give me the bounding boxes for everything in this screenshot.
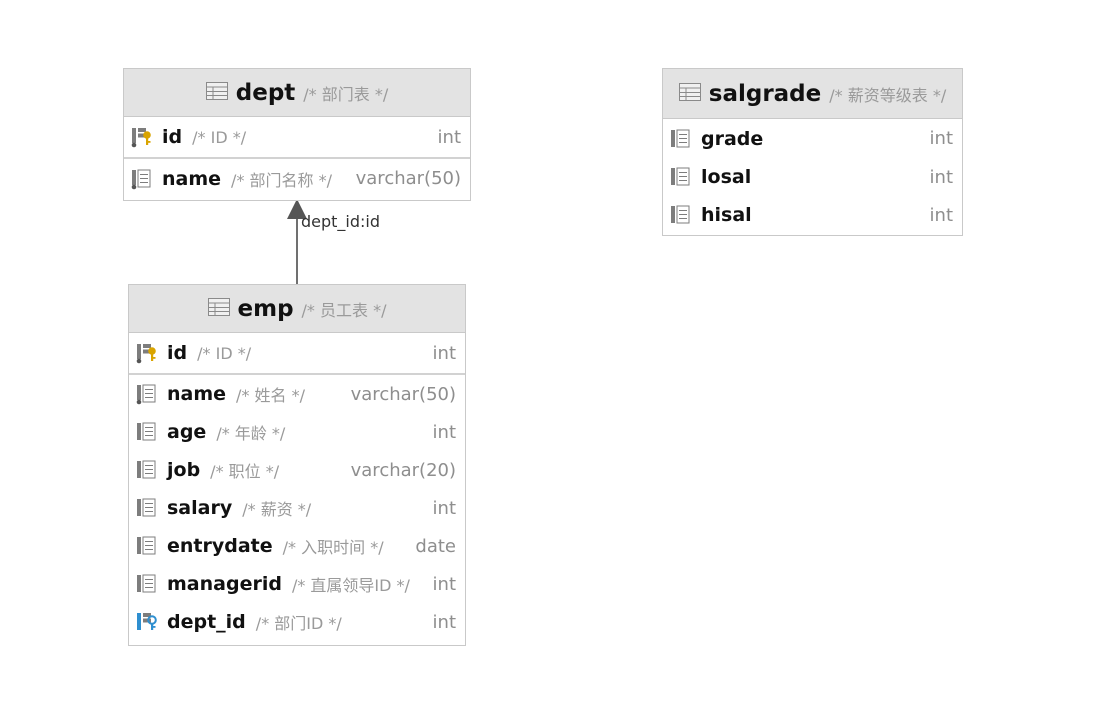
emp-table[interactable]: emp /* 员工表 */ id /* ID */ int name /* 姓名… <box>128 284 466 646</box>
column-name: salary <box>167 497 233 519</box>
column-row[interactable]: hisal int <box>663 196 962 234</box>
column-icon <box>136 573 160 595</box>
column-name: age <box>167 421 207 443</box>
column-icon <box>136 459 160 481</box>
relation-label: dept_id:id <box>301 212 381 231</box>
column-icon <box>670 166 694 188</box>
column-type: date <box>415 535 456 557</box>
salgrade-table-header[interactable]: salgrade /* 薪资等级表 */ <box>663 69 962 119</box>
column-name: dept_id <box>167 611 246 633</box>
column-type: int <box>432 573 456 595</box>
dept-table-header[interactable]: dept /* 部门表 */ <box>124 69 470 117</box>
column-name: name <box>162 167 222 190</box>
primary-key-icon <box>136 342 160 364</box>
column-comment: /* 入职时间 */ <box>282 538 384 557</box>
column-name: name <box>167 383 227 405</box>
table-comment: /* 部门表 */ <box>303 84 389 104</box>
emp-table-header[interactable]: emp /* 员工表 */ <box>129 285 465 333</box>
column-type: varchar(50) <box>350 383 456 405</box>
required-column-icon <box>136 383 160 405</box>
column-row[interactable]: name /* 部门名称 */ varchar(50) <box>124 159 470 198</box>
column-comment: /* 薪资 */ <box>242 500 312 519</box>
column-icon <box>670 128 694 150</box>
column-comment: /* 姓名 */ <box>236 386 306 405</box>
primary-key-icon <box>131 126 155 148</box>
column-row[interactable]: id /* ID */ int <box>124 117 470 159</box>
column-type: varchar(50) <box>355 168 461 189</box>
column-name: job <box>167 459 201 481</box>
column-icon <box>136 421 160 443</box>
column-comment: /* ID */ <box>197 343 252 363</box>
column-type: int <box>929 204 953 226</box>
column-row[interactable]: age /* 年龄 */ int <box>129 413 465 451</box>
column-type: varchar(20) <box>350 459 456 481</box>
column-icon <box>670 204 694 226</box>
column-row[interactable]: dept_id /* 部门ID */ int <box>129 603 465 641</box>
column-name: grade <box>701 127 764 150</box>
table-name: emp <box>237 295 294 322</box>
column-row[interactable]: job /* 职位 */ varchar(20) <box>129 451 465 489</box>
column-name: id <box>162 126 183 148</box>
column-row[interactable]: entrydate /* 入职时间 */ date <box>129 527 465 565</box>
column-type: int <box>432 342 456 364</box>
table-name: dept <box>235 79 296 106</box>
column-row[interactable]: name /* 姓名 */ varchar(50) <box>129 375 465 413</box>
table-icon <box>205 81 228 104</box>
column-comment: /* 部门名称 */ <box>231 170 333 190</box>
column-comment: /* 直属领导ID */ <box>291 576 410 595</box>
column-type: int <box>432 421 456 443</box>
table-comment: /* 薪资等级表 */ <box>829 85 947 105</box>
column-comment: /* 部门ID */ <box>255 614 342 633</box>
column-type: int <box>929 166 953 188</box>
column-row[interactable]: managerid /* 直属领导ID */ int <box>129 565 465 603</box>
column-name: losal <box>701 166 752 188</box>
column-type: int <box>929 128 953 149</box>
column-comment: /* ID */ <box>192 127 247 147</box>
salgrade-table[interactable]: salgrade /* 薪资等级表 */ grade int losal int… <box>662 68 963 236</box>
column-type: int <box>432 497 456 519</box>
column-comment: /* 职位 */ <box>210 462 280 481</box>
column-name: entrydate <box>167 535 273 557</box>
column-name: managerid <box>167 573 282 595</box>
dept-table[interactable]: dept /* 部门表 */ id /* ID */ int name /* 部… <box>123 68 471 201</box>
column-icon <box>136 535 160 557</box>
column-row[interactable]: grade int <box>663 119 962 158</box>
column-name: hisal <box>701 204 752 226</box>
column-icon <box>136 497 160 519</box>
column-comment: /* 年龄 */ <box>216 424 286 443</box>
column-row[interactable]: salary /* 薪资 */ int <box>129 489 465 527</box>
column-type: int <box>432 611 456 633</box>
foreign-key-icon <box>136 611 160 633</box>
table-name: salgrade <box>708 80 822 107</box>
column-row[interactable]: losal int <box>663 158 962 196</box>
column-name: id <box>167 342 188 364</box>
column-type: int <box>437 126 461 148</box>
table-icon <box>678 82 701 105</box>
table-comment: /* 员工表 */ <box>301 300 387 320</box>
required-column-icon <box>131 168 155 190</box>
table-icon <box>207 297 230 320</box>
column-row[interactable]: id /* ID */ int <box>129 333 465 375</box>
